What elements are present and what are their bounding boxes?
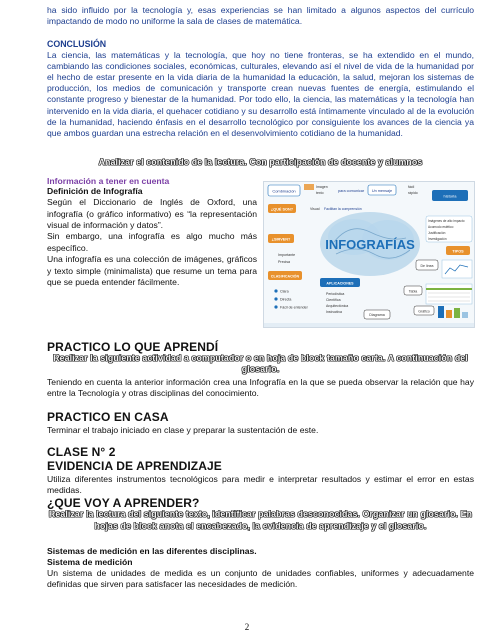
svg-text:Arquitectónica: Arquitectónica (326, 304, 348, 308)
svg-text:Instructiva: Instructiva (326, 310, 342, 314)
svg-text:¿QUÉ SON?: ¿QUÉ SON? (271, 206, 294, 211)
svg-text:Precisa: Precisa (278, 260, 290, 264)
infographic-title: INFOGRAFÍAS (325, 237, 415, 252)
svg-text:Un mensaje: Un mensaje (372, 189, 392, 193)
info-section: Información a tener en cuenta Definición… (47, 176, 257, 288)
svg-text:Fácil de entender: Fácil de entender (280, 306, 309, 310)
svg-text:¿SIRVEN?: ¿SIRVEN? (272, 237, 291, 241)
intro-paragraph: ha sido influido por la tecnología y, es… (47, 5, 474, 27)
svg-text:para comunicar: para comunicar (338, 189, 365, 193)
svg-text:Clara: Clara (280, 290, 289, 294)
svg-text:CLASIFICACIÓN: CLASIFICACIÓN (271, 273, 300, 278)
svg-text:Imagen: Imagen (316, 185, 328, 189)
svg-text:fácil: fácil (408, 185, 414, 189)
info-title: Información a tener en cuenta (47, 176, 170, 186)
svg-text:Acomodo estético: Acomodo estético (428, 225, 454, 229)
definition-p2: Sin embargo, una infografía es algo much… (47, 231, 257, 253)
svg-text:Facilitan la comprensión: Facilitan la comprensión (324, 207, 362, 211)
evidencia-text: Utiliza diferentes instrumentos tecnológ… (47, 474, 474, 496)
practico-casa-text: Terminar el trabajo iniciado en clase y … (47, 425, 319, 435)
analysis-header: Analizar el contenido de la lectura. Con… (98, 157, 423, 167)
practico-aprendi-title: PRACTICO LO QUE APRENDÍ (47, 340, 219, 354)
infographic-svg: Combinación Imagen texto para comunicar … (264, 182, 474, 327)
svg-text:Tabla: Tabla (409, 290, 418, 294)
label-combinacion: Combinación (272, 189, 295, 194)
clase-title: CLASE N° 2 (47, 445, 116, 459)
sistema-medicion-subtitle: Sistema de medición (47, 557, 133, 567)
conclusion-text: La ciencia, las matemáticas y la tecnolo… (47, 50, 474, 138)
svg-text:Importante: Importante (278, 253, 295, 257)
svg-text:APLICACIONES: APLICACIONES (326, 281, 354, 285)
svg-text:texto: texto (316, 191, 324, 195)
practico-aprendi-instruction: Realizar la siguiente actividad a comput… (53, 353, 468, 374)
svg-text:Gráfico: Gráfico (418, 310, 430, 314)
sistemas-subtitle: Sistemas de medición en las diferentes d… (47, 546, 257, 556)
svg-text:Justificación: Justificación (428, 231, 446, 235)
practico-aprendi-text: Teniendo en cuenta la anterior informaci… (47, 377, 474, 399)
svg-text:TIPOS: TIPOS (452, 249, 464, 253)
svg-text:Periodística: Periodística (326, 292, 344, 296)
svg-text:Investigación: Investigación (428, 237, 447, 241)
conclusion-title: CONCLUSIÓN (47, 39, 107, 49)
clase-instruction: Realizar la lectura del siguiente texto,… (48, 509, 473, 531)
infographic-image: Combinación Imagen texto para comunicar … (263, 181, 475, 328)
sistema-medicion-text: Un sistema de unidades de medida es un c… (47, 568, 474, 590)
svg-text:Imágenes de alto impacto: Imágenes de alto impacto (428, 219, 465, 223)
svg-text:rápido: rápido (408, 191, 418, 195)
conclusion-section: CONCLUSIÓN La ciencia, las matemáticas y… (47, 39, 474, 139)
evidencia-title: EVIDENCIA DE APRENDIZAJE (47, 459, 222, 473)
definition-p1: Según el Diccionario de Inglés de Oxford… (47, 197, 257, 230)
svg-text:historia: historia (444, 194, 458, 199)
page-number: 2 (244, 622, 250, 632)
box-combinacion (267, 184, 301, 197)
svg-text:De línea: De línea (420, 264, 433, 268)
definition-title: Definición de Infografía (47, 186, 143, 196)
svg-text:Diagrama: Diagrama (369, 313, 385, 317)
que-voy-aprender-title: ¿QUE VOY A APRENDER? (47, 496, 200, 510)
svg-text:Directa: Directa (280, 298, 291, 302)
svg-text:Visual: Visual (310, 207, 320, 211)
practico-casa-title: PRACTICO EN CASA (47, 410, 169, 424)
svg-text:Científica: Científica (326, 298, 341, 302)
definition-p3: Una infografía es una colección de imáge… (47, 254, 257, 287)
